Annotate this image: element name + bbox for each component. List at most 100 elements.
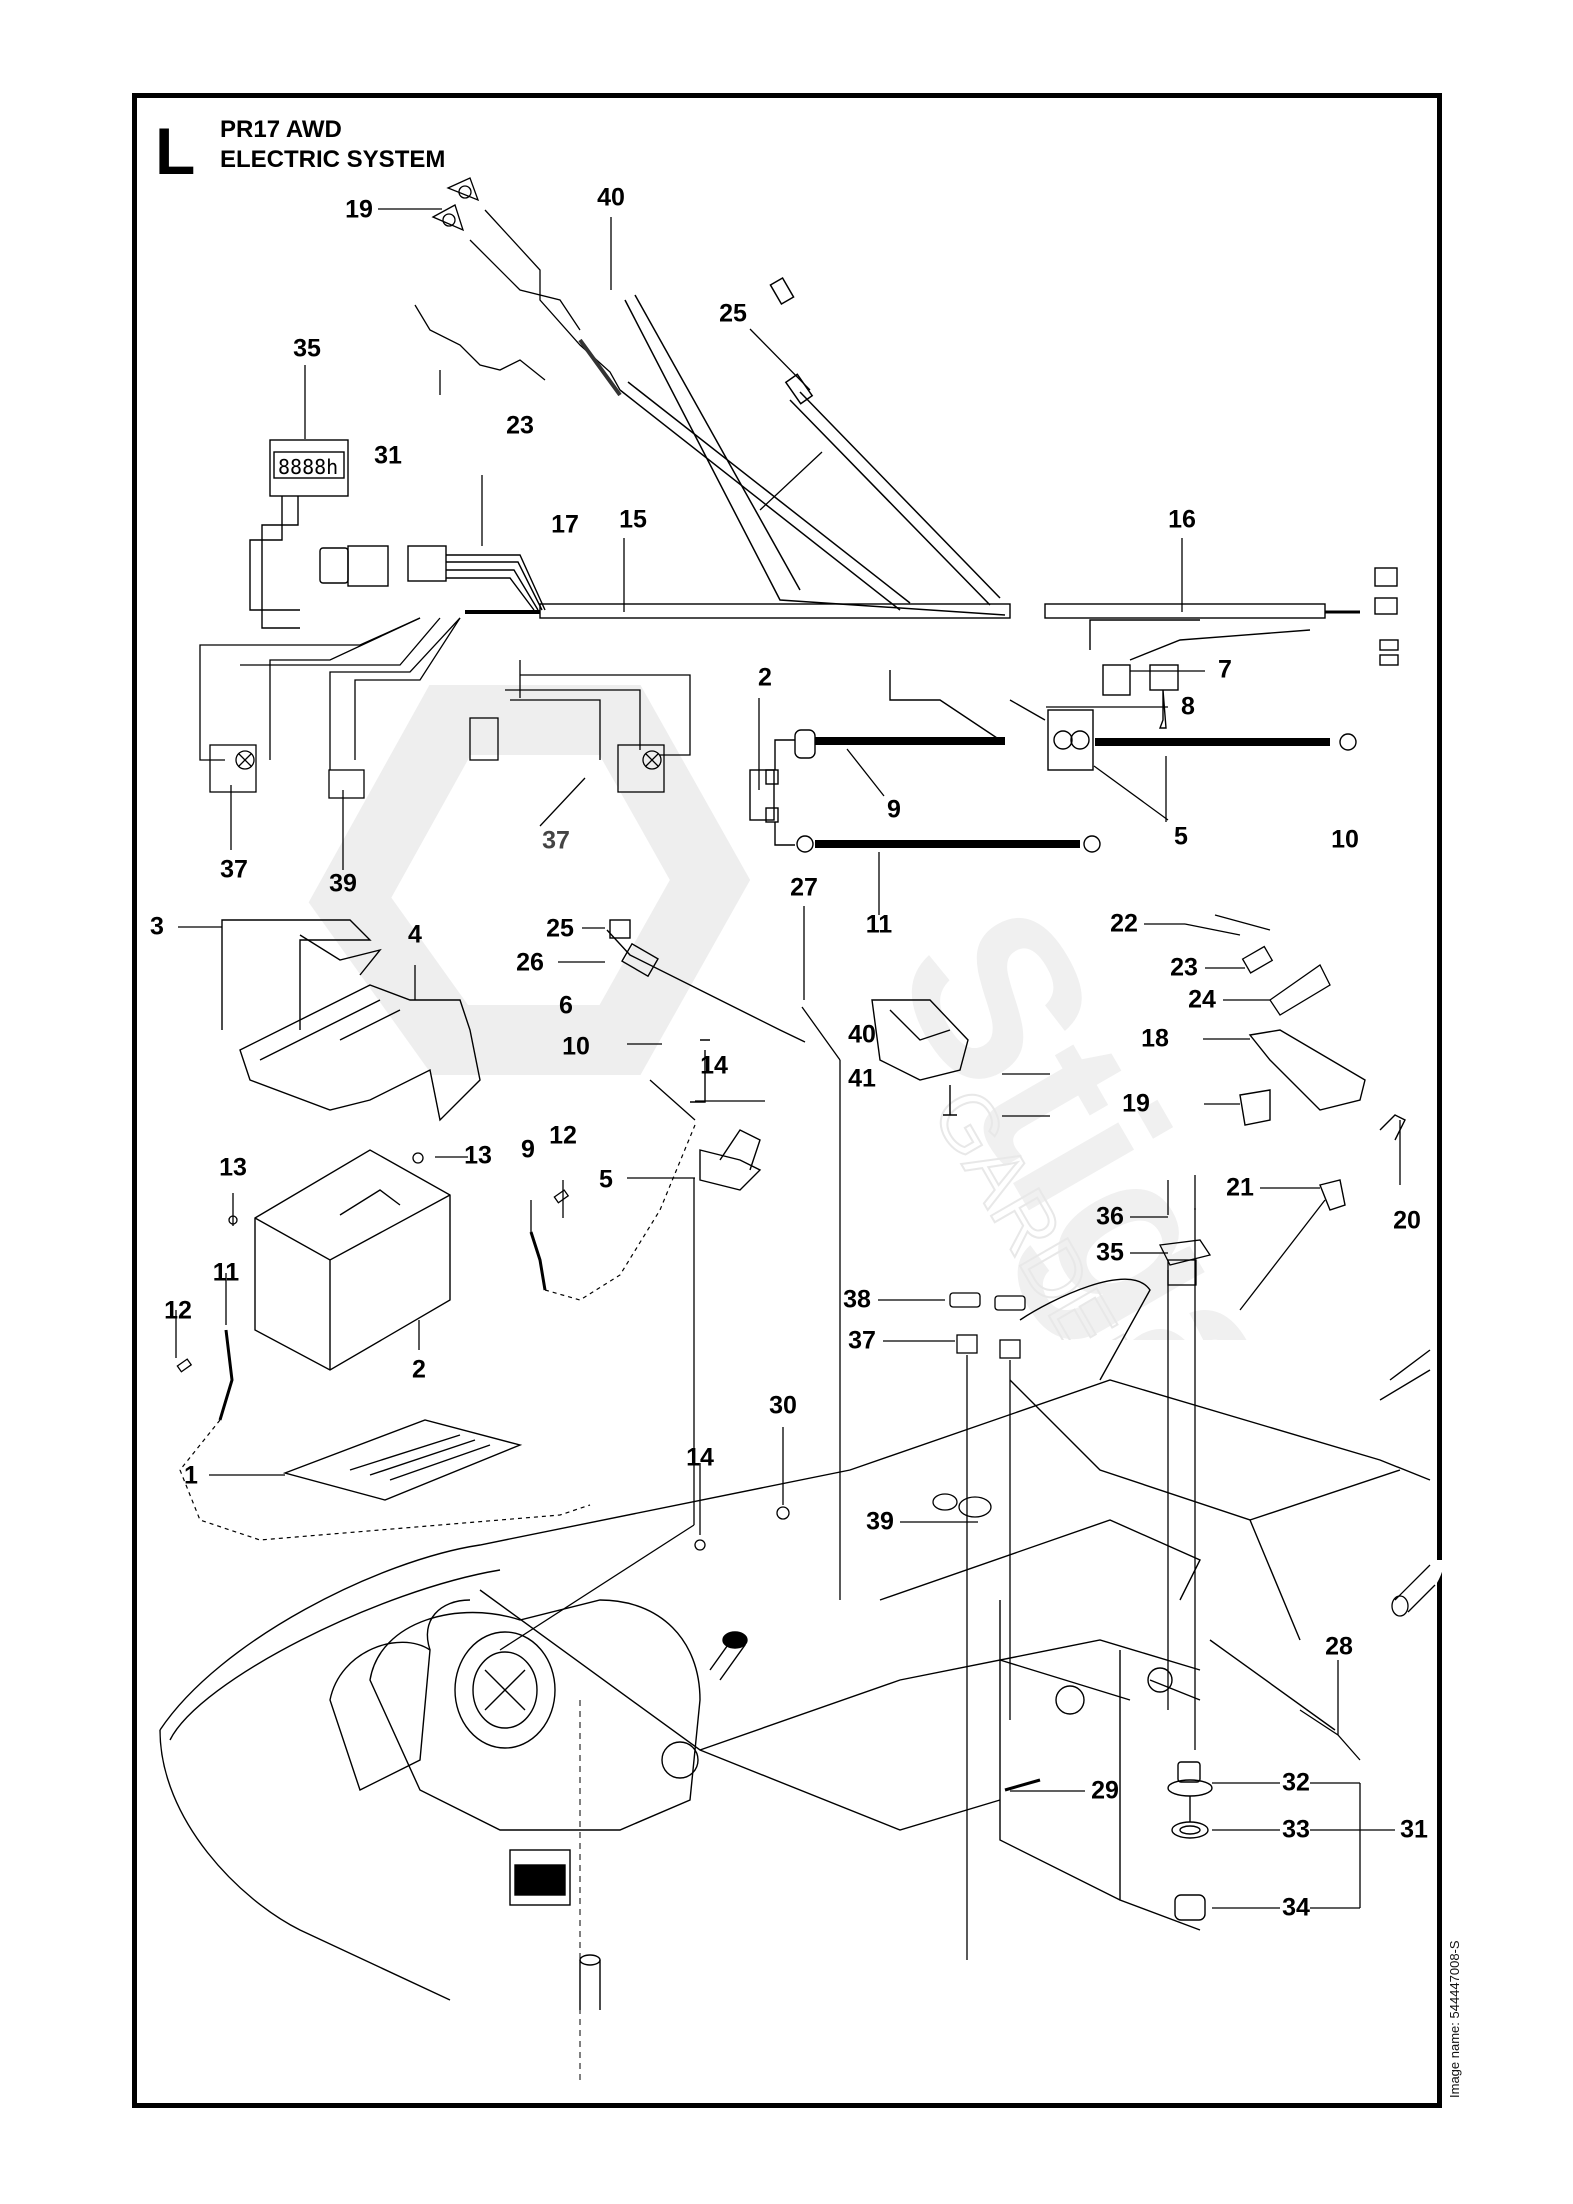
main-harness-15-16 [465, 567, 1399, 666]
neutral-switch-22-24 [1184, 914, 1331, 1016]
dashboard-circuit [199, 617, 691, 799]
callout-25: 25 [719, 299, 747, 328]
switches-37-38 [949, 1292, 1026, 1359]
horn-40 [871, 999, 969, 1116]
image-name-label: Image name: 544447008-S [1447, 1940, 1462, 2098]
callout-39: 39 [329, 869, 357, 898]
terminals-and-bolts [176, 1152, 570, 1421]
connector-icon [1379, 654, 1399, 666]
callout-6: 6 [559, 991, 573, 1020]
callout-14: 14 [686, 1443, 714, 1472]
callout-9: 9 [887, 795, 901, 824]
small-hardware [694, 1493, 1444, 1792]
callout-12: 12 [549, 1121, 577, 1150]
callout-10: 10 [1331, 825, 1359, 854]
cable-9 [794, 729, 1005, 759]
hour-meter-display: 8888h [278, 455, 338, 479]
callout-2: 2 [758, 663, 772, 692]
callout-3: 3 [150, 912, 164, 941]
switch-37-left [209, 744, 257, 793]
callout-1: 1 [184, 1461, 198, 1490]
callout-28: 28 [1325, 1632, 1353, 1661]
battery-schematic [749, 739, 795, 846]
cable-11 [796, 835, 1101, 853]
callout-40: 40 [597, 183, 625, 212]
callout-25: 25 [546, 914, 574, 943]
callout-5: 5 [1174, 822, 1188, 851]
callout-19: 19 [345, 195, 373, 224]
callout-37: 37 [220, 855, 248, 884]
hour-meter-35: 8888h [249, 439, 349, 629]
bracket-3 [221, 919, 382, 1030]
ring-terminal-icon [796, 835, 814, 853]
callout-13: 13 [219, 1153, 247, 1182]
harness-17 [619, 381, 911, 611]
switch-37-right [617, 744, 665, 793]
connector-icon [784, 373, 814, 405]
callout-35: 35 [1096, 1238, 1124, 1267]
lamp-icon [235, 750, 255, 770]
callout-8: 8 [1181, 692, 1195, 721]
callout-5: 5 [599, 1165, 613, 1194]
relay-7-fuse-8 [1089, 619, 1311, 729]
page-frame [132, 93, 1442, 2108]
callout-22: 22 [1110, 909, 1138, 938]
callout-17: 17 [551, 510, 579, 539]
callout-9: 9 [521, 1135, 535, 1164]
ground-cable-dashed [179, 1124, 696, 1541]
callout-11: 11 [865, 910, 893, 939]
battery-cover-4 [239, 984, 481, 1122]
callout-27: 27 [790, 873, 818, 902]
harness-40-25 [624, 276, 1006, 616]
callout-26: 26 [516, 948, 544, 977]
connector-icon [769, 276, 795, 306]
throttle-cable-27 [606, 919, 806, 1043]
solenoid-5 [889, 670, 1094, 771]
callout-34: 34 [1282, 1893, 1310, 1922]
ignition-switch-parts [1167, 1761, 1213, 1921]
callout-13: 13 [464, 1141, 492, 1170]
relay [469, 717, 499, 761]
diagram-title: PR17 AWD ELECTRIC SYSTEM [220, 115, 445, 175]
callout-10: 10 [562, 1032, 590, 1061]
callout-20: 20 [1393, 1206, 1421, 1235]
callout-31: 31 [1400, 1815, 1428, 1844]
callout-36: 36 [1096, 1202, 1124, 1231]
solenoid-5b [690, 1039, 762, 1191]
model-name: PR17 AWD [220, 116, 342, 143]
callout-18: 18 [1141, 1024, 1169, 1053]
ring-terminal-icon [1083, 835, 1101, 853]
chassis-frame [159, 1278, 1431, 2001]
callout-31: 31 [374, 441, 402, 470]
callout-12: 12 [164, 1296, 192, 1325]
section-letter: L [155, 114, 195, 188]
headlight-18-21 [1239, 1029, 1406, 1211]
callout-29: 29 [1091, 1776, 1119, 1805]
callout-40: 40 [848, 1020, 876, 1049]
connector-icon [1379, 639, 1399, 651]
manual-1 [282, 1419, 523, 1501]
bulb-icon [446, 177, 480, 202]
callout-24: 24 [1188, 985, 1216, 1014]
callout-19: 19 [1122, 1089, 1150, 1118]
lamp-icon [642, 750, 662, 770]
system-name: ELECTRIC SYSTEM [220, 146, 446, 173]
callout-32: 32 [1282, 1768, 1310, 1797]
bulb-icon [1239, 1089, 1271, 1126]
callout-11: 11 [212, 1258, 240, 1287]
callout-2: 2 [412, 1355, 426, 1384]
leader-lines [175, 208, 1401, 1960]
callout-35: 35 [293, 334, 321, 363]
beeper-39 [328, 769, 365, 799]
callout-16: 16 [1168, 505, 1196, 534]
callout-37: 37 [542, 826, 570, 855]
callout-21: 21 [1226, 1173, 1254, 1202]
battery-symbol [749, 769, 775, 821]
callout-23: 23 [506, 411, 534, 440]
fuse-holder-35-36 [1159, 1175, 1212, 1286]
callout-38: 38 [843, 1285, 871, 1314]
callout-33: 33 [1282, 1815, 1310, 1844]
callout-41: 41 [848, 1064, 876, 1093]
battery-2 [254, 1149, 451, 1371]
